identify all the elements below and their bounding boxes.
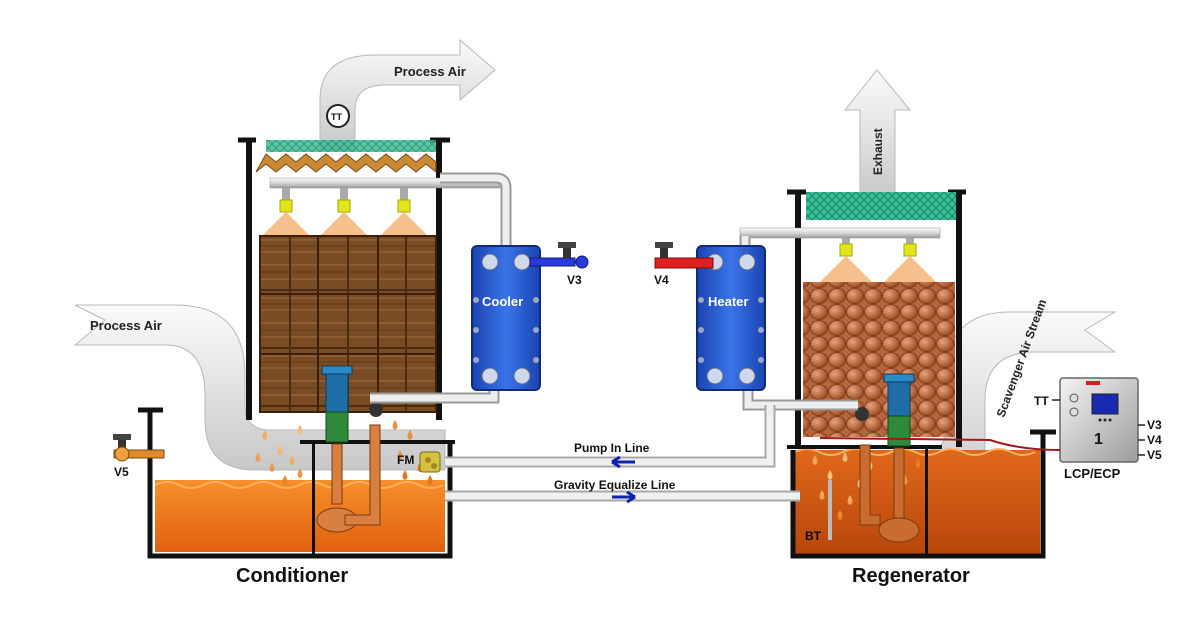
valve-v4-label: V4	[654, 273, 669, 287]
random-packing-media	[803, 282, 955, 437]
tt-outlet-label: TT	[331, 112, 342, 122]
desiccant-droplets	[255, 420, 433, 485]
valve-v3-label: V3	[567, 273, 582, 287]
cooler-label: Cooler	[482, 294, 523, 309]
cooler-exchanger	[471, 245, 541, 391]
exhaust-label: Exhaust	[871, 128, 885, 175]
valve-v5[interactable]	[113, 434, 165, 462]
conditioner-label: Conditioner	[236, 565, 348, 587]
pump-in-flow-arrow	[611, 455, 635, 469]
chevron-baffle	[255, 153, 437, 174]
process-air-inlet-label: Process Air	[90, 318, 162, 333]
exhaust-duct	[843, 69, 912, 201]
control-panel[interactable]	[1052, 377, 1145, 463]
tt-panel-label: TT	[1034, 394, 1049, 408]
gravity-equalize-line-label: Gravity Equalize Line	[554, 478, 676, 492]
temperature-transmitter-icon	[326, 104, 350, 128]
panel-display-icon	[1091, 393, 1119, 415]
regenerator-unit	[739, 189, 1056, 559]
bt-probe	[828, 480, 832, 540]
conditioner-pump	[316, 365, 383, 533]
spray-nozzles	[262, 188, 428, 236]
mist-eliminator	[806, 192, 956, 220]
process-air-outlet-duct	[319, 38, 496, 151]
pump-in-line-label: Pump In Line	[574, 441, 650, 455]
panel-number: 1	[1094, 431, 1103, 448]
panel-output-v5: V5	[1147, 448, 1162, 462]
regenerator-pump	[855, 373, 920, 543]
panel-title: LCP/ECP	[1064, 466, 1121, 481]
valve-v3[interactable]	[529, 242, 589, 269]
panel-output-v4: V4	[1147, 433, 1162, 447]
valve-v5-label: V5	[114, 465, 129, 479]
regen-spray-nozzles	[820, 238, 936, 282]
regenerator-label: Regenerator	[852, 565, 970, 587]
fm-label: FM	[397, 453, 414, 467]
heater-exchanger	[696, 245, 766, 391]
process-air-inlet-duct	[73, 304, 446, 471]
flow-meter	[419, 451, 441, 473]
panel-output-v3: V3	[1147, 418, 1162, 432]
valve-v4[interactable]	[654, 242, 714, 269]
heater-label: Heater	[708, 294, 748, 309]
process-air-outlet-label: Process Air	[394, 64, 466, 79]
bt-label: BT	[805, 529, 822, 543]
control-cable	[819, 437, 1061, 451]
gravity-flow-arrow	[612, 490, 636, 504]
